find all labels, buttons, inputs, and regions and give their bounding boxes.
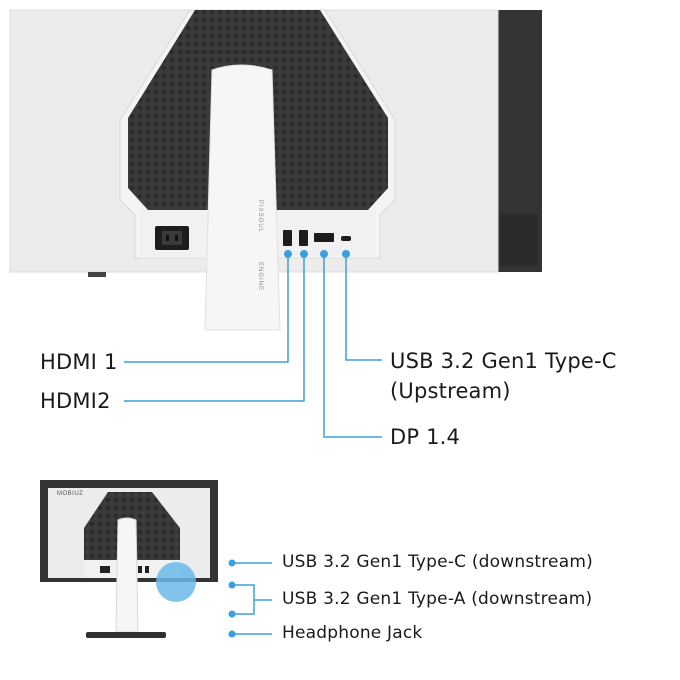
inset-brand: MOBIUZ xyxy=(57,491,84,497)
usb-c-downstream-label: USB 3.2 Gen1 Type-C (downstream) xyxy=(282,552,593,572)
stand-text-bottom: ENGINE xyxy=(257,262,263,292)
usb-c-upstream-line2: (Upstream) xyxy=(390,379,511,403)
main-callout-lines xyxy=(124,258,382,438)
usb-c-upstream-label: USB 3.2 Gen1 Type-C (Upstream) xyxy=(390,346,617,406)
monitor-back-inset xyxy=(40,480,218,638)
usb-c-upstream-line1: USB 3.2 Gen1 Type-C xyxy=(390,349,617,373)
dp-marker xyxy=(320,250,328,258)
side-port-highlight xyxy=(156,562,196,602)
inset-callout-lines xyxy=(232,562,272,635)
hdmi2-line xyxy=(124,258,305,402)
usb-c-line xyxy=(345,258,382,361)
stand-text-top: PIXSOUL xyxy=(257,200,263,234)
dp-label: DP 1.4 xyxy=(390,425,461,449)
hdmi1-marker xyxy=(284,250,292,258)
inset-markers xyxy=(228,559,236,638)
hdmi2-port xyxy=(299,230,308,246)
headphone-label: Headphone Jack xyxy=(282,623,423,643)
monitor-back-main xyxy=(9,9,542,331)
hdmi2-label: HDMI2 xyxy=(40,389,111,413)
dp-line xyxy=(323,258,382,438)
hdmi1-port xyxy=(283,230,292,246)
inset-stand xyxy=(115,517,139,633)
hdmi2-marker xyxy=(300,250,308,258)
stand-column xyxy=(204,64,281,331)
hdmi1-line xyxy=(124,258,289,363)
usb-a-downstream-label: USB 3.2 Gen1 Type-A (downstream) xyxy=(282,589,593,609)
hdmi1-label: HDMI 1 xyxy=(40,350,118,374)
dp-port xyxy=(314,233,334,242)
usb-c-marker xyxy=(342,250,350,258)
usb-c-upstream-port xyxy=(341,236,351,241)
